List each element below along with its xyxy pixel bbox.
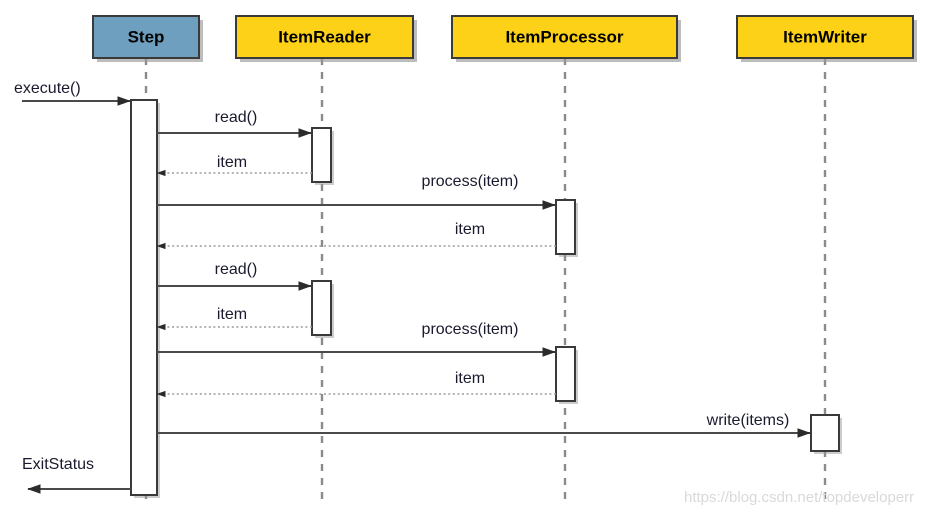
msg-execute-label: execute() xyxy=(14,80,81,97)
message-msg-read-1: read() xyxy=(157,109,312,138)
watermark-label: https://blog.csdn.net/topdeveloperr xyxy=(684,489,914,506)
participant-itemprocessor-label: ItemProcessor xyxy=(505,27,623,46)
processor-activation-2 xyxy=(555,346,576,402)
reader-activation-1 xyxy=(311,127,332,183)
msg-write-label: write(items) xyxy=(706,412,790,429)
step-activation xyxy=(130,99,158,496)
msg-process-2-label: process(item) xyxy=(422,321,519,338)
reader-activation-2 xyxy=(311,280,332,336)
message-msg-write: write(items) xyxy=(157,412,811,438)
message-msg-execute: execute() xyxy=(14,80,131,106)
message-msg-process-2: process(item) xyxy=(157,321,556,357)
participant-itemreader[interactable]: ItemReader xyxy=(235,15,417,62)
msg-process-1-label: process(item) xyxy=(422,173,519,190)
participant-itemreader-box[interactable] xyxy=(235,15,414,59)
msg-item-return-2-label: item xyxy=(455,221,485,238)
writer-activation-1 xyxy=(810,414,840,452)
message-msg-item-return-2: item xyxy=(156,221,556,250)
msg-read-1-label: read() xyxy=(215,109,258,126)
message-msg-item-return-1: item xyxy=(156,154,312,177)
participant-itemwriter[interactable]: ItemWriter xyxy=(736,15,917,62)
msg-item-return-3-label: item xyxy=(217,306,247,323)
participant-itemwriter-box[interactable] xyxy=(736,15,914,59)
message-msg-process-1: process(item) xyxy=(157,173,556,210)
watermark-layer: https://blog.csdn.net/topdeveloperr xyxy=(684,489,914,506)
message-msg-item-return-4: item xyxy=(156,370,556,398)
activations-layer xyxy=(130,99,842,498)
message-msg-item-return-3: item xyxy=(156,306,312,331)
msg-exitstatus-label: ExitStatus xyxy=(22,456,94,473)
participant-itemprocessor[interactable]: ItemProcessor xyxy=(451,15,681,62)
messages-layer: execute() read() item process(item) item read… xyxy=(14,80,811,494)
message-msg-exitstatus: ExitStatus xyxy=(22,456,131,494)
msg-read-2-label: read() xyxy=(215,261,258,278)
participant-step[interactable]: Step xyxy=(92,15,203,62)
msg-item-return-1-label: item xyxy=(217,154,247,171)
participant-itemreader-label: ItemReader xyxy=(278,27,371,46)
participant-itemwriter-label: ItemWriter xyxy=(783,27,867,46)
participant-headers-layer: Step ItemReader ItemProcessor ItemWriter xyxy=(92,15,917,62)
message-msg-read-2: read() xyxy=(157,261,312,291)
participant-itemprocessor-box[interactable] xyxy=(451,15,678,59)
processor-activation-1 xyxy=(555,199,576,255)
participant-step-box[interactable] xyxy=(92,15,200,59)
participant-step-label: Step xyxy=(128,27,165,46)
msg-item-return-4-label: item xyxy=(455,370,485,387)
